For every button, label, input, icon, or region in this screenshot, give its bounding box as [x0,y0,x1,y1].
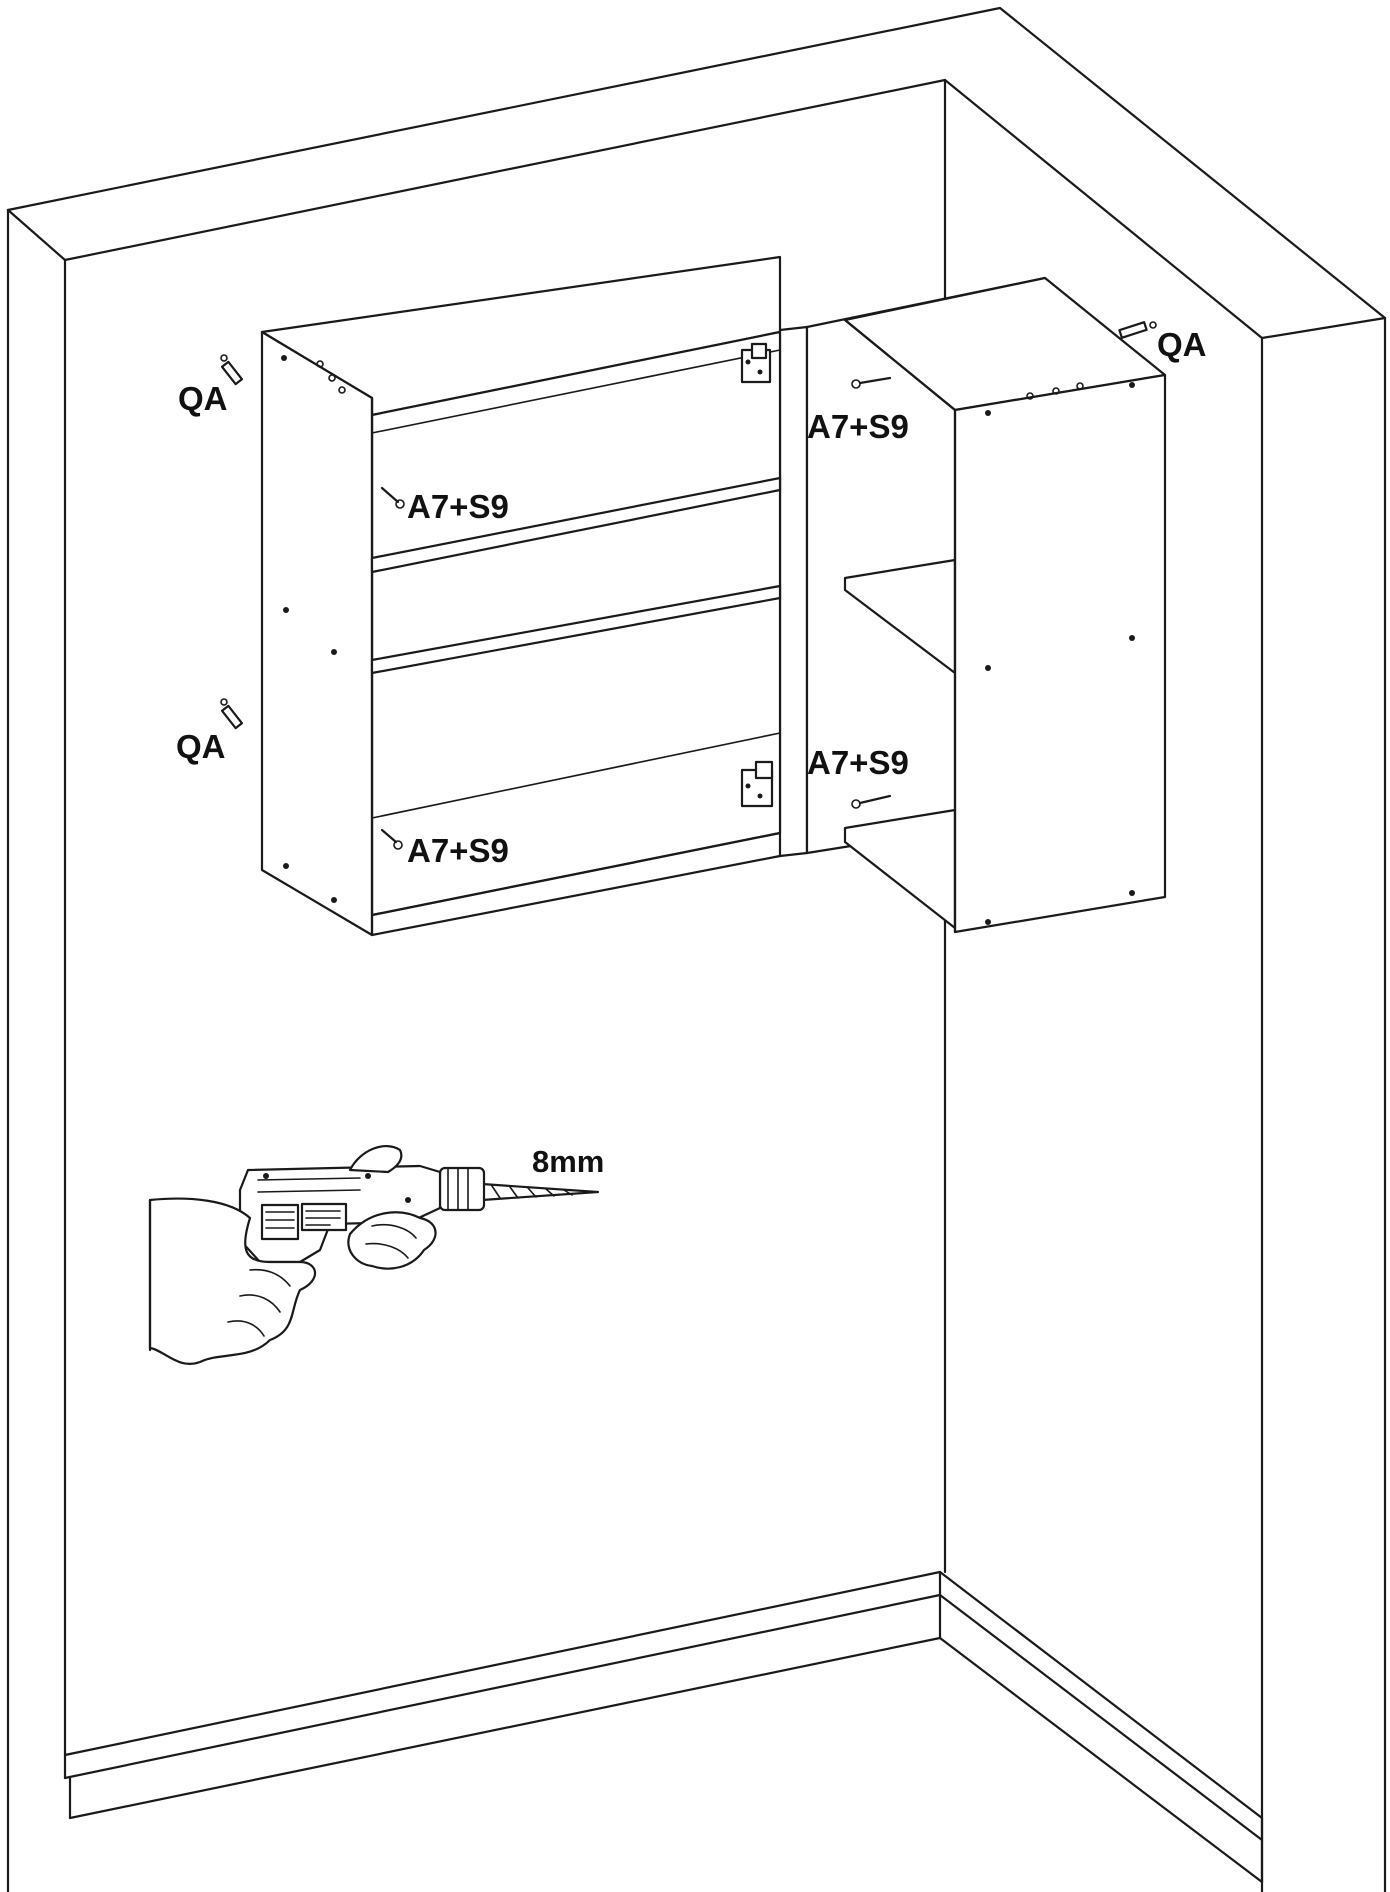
label-a7s9-right-lower: A7+S9 [807,744,909,781]
screw-head [851,379,861,389]
label-a7s9-right-upper: A7+S9 [807,408,909,445]
wall-plug-body [220,360,244,386]
right-cabinet-top-edge [843,318,957,934]
right-side-hole [1129,635,1135,641]
drill-body-screw [365,1173,371,1179]
wall-outer-outline [6,6,1387,1892]
wall-plug-top-left [220,354,244,386]
wall-top-thickness-left [6,208,67,262]
left-side-hole [283,863,289,869]
drill-label-lines [305,1210,341,1226]
wall-plug-body [220,704,244,730]
right-top-hole [1052,387,1060,395]
hinge-plate [750,342,768,360]
drill-chuck [438,1166,486,1212]
hand-top [348,1145,403,1174]
label-qa-mid-left: QA [176,728,226,765]
drill-vent-lines [265,1211,295,1229]
label-a7s9-left-upper: A7+S9 [407,488,509,525]
screw-icon [858,376,892,385]
screw-right-upper [851,376,892,389]
right-wall-cabinet [805,276,1167,934]
hand-front-finger-lines [365,1223,417,1259]
hand-knuckle-lines [227,1268,291,1337]
skirting-top-left [63,1570,942,1757]
drill-label-plate [300,1202,348,1232]
drill-bit [480,1182,600,1202]
left-cabinet-back-line [371,349,781,434]
label-a7s9-left-lower: A7+S9 [407,832,509,869]
right-top-hole [1076,382,1084,390]
wall-plug-mid-left [220,698,244,730]
skirting-top-right [938,1570,1264,1820]
label-qa-top-right: QA [1157,326,1207,363]
left-side-hole [281,355,287,361]
screw-head [851,799,861,809]
screw-left-lower [380,828,403,850]
hand-front-fingers [347,1211,437,1270]
left-side-hole [331,897,337,903]
hinge-screw [757,369,763,375]
right-cabinet-bottom-panel [843,808,957,930]
screw-right-lower [851,794,892,809]
wall-inner-outline [63,78,1264,1892]
right-side-hole [985,919,991,925]
drill-chuck-grip [447,1167,469,1211]
left-side-hole [283,607,289,613]
right-side-hole [985,665,991,671]
skirting-front-left [63,1593,942,1780]
left-cabinet-divider-post [778,325,809,858]
screw-head [393,840,403,850]
hinge-screw [745,359,751,365]
skirting-board [63,1570,1264,1884]
hinge-bracket-lower [740,760,774,808]
left-wall-cabinet [260,255,809,937]
power-drill-in-hand-icon [148,1145,600,1365]
wall-plug-body [1118,321,1148,339]
skirting-front-right [938,1593,1264,1842]
screw-icon [858,794,892,805]
left-cabinet-bottom-back-line [371,732,781,819]
left-cabinet-side-panel [260,330,374,937]
label-drill-bit-size: 8mm [532,1144,604,1179]
wall-top-thickness-right [1260,316,1387,340]
wall-plug-top-right [1118,321,1157,339]
left-side-hole [331,649,337,655]
wall-plug-icon [220,354,228,362]
screw-left-upper [380,486,405,509]
skirting-bottom-left [68,1636,942,1820]
right-top-hole [1026,392,1034,400]
hinge-screw [745,783,751,789]
wall-plug-icon [220,698,228,706]
screw-icon [380,486,400,504]
screw-head [395,499,405,509]
hinge-plate [754,760,774,780]
left-top-hole [338,386,346,394]
right-cabinet-side-panel [953,373,1167,934]
drill-bit-flute [491,1185,573,1199]
left-top-hole [328,374,336,382]
left-cabinet-shelf-upper [370,476,782,574]
right-side-hole [1129,890,1135,896]
drill-body-screw [263,1173,269,1179]
right-side-hole [1129,382,1135,388]
screw-icon [380,828,398,844]
hinge-bracket-upper [740,342,772,384]
drill-vents [260,1203,300,1241]
skirting-end-left [63,1753,72,1820]
label-qa-top-left: QA [178,380,228,417]
drill-body-detail [257,1177,361,1193]
hand-gripping-drill [148,1197,317,1365]
left-cabinet-shelf-lower [370,584,782,675]
hinge-screw [757,793,763,799]
wall-plug-icon [1149,321,1157,329]
skirting-bottom-right [938,1636,1264,1884]
drill-body-screw [405,1197,411,1203]
right-side-hole [985,410,991,416]
left-top-hole [316,360,324,368]
